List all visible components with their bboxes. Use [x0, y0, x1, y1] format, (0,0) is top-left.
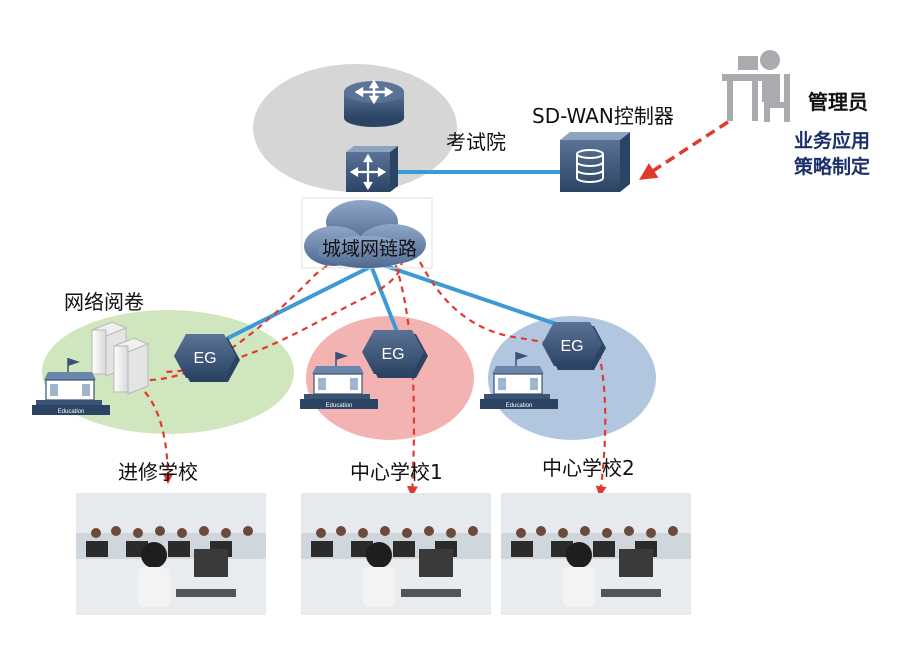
- core-area: [253, 64, 457, 192]
- classroom-photo-center2: [501, 493, 691, 615]
- eg-label-center2: EG: [560, 338, 583, 355]
- switch-icon: [346, 146, 398, 192]
- education-label-center2: Education: [506, 403, 533, 409]
- school-icon-advanced: [32, 358, 110, 415]
- controller-label: SD-WAN控制器: [532, 104, 674, 128]
- classroom-photo-center1: [301, 493, 491, 615]
- link-cloud-eg-center2: [378, 262, 564, 328]
- classroom-photo-advanced: [76, 493, 266, 615]
- education-label-advanced: Education: [58, 409, 85, 415]
- link-cloud-eg-advanced: [226, 266, 370, 340]
- business-policy-label-line1: 业务应用: [794, 130, 871, 152]
- metro-link-label: 城域网链路: [322, 238, 418, 260]
- path-to-advanced-school: [144, 391, 174, 485]
- eg-label-advanced: EG: [193, 350, 216, 367]
- router-icon: [344, 79, 404, 127]
- cloud-icon: [304, 200, 426, 268]
- cloud-frame: [301, 197, 433, 269]
- school-icon-center2: [480, 352, 558, 409]
- network-links: [226, 170, 564, 340]
- business-policy-label-line2: 策略制定: [794, 156, 871, 178]
- school-center2-label: 中心学校2: [542, 456, 635, 480]
- eg-device-advanced: [174, 334, 240, 382]
- school-center1-label: 中心学校1: [350, 460, 443, 484]
- admin-icon: [722, 50, 790, 122]
- eg-device-center1: [362, 330, 428, 378]
- online-marking-label: 网络阅卷: [64, 290, 144, 314]
- admin-policy-arrow: [639, 120, 729, 180]
- link-cloud-eg-center1: [370, 266, 400, 336]
- eg-label-center1: EG: [381, 346, 404, 363]
- path-to-center1: [390, 254, 418, 498]
- education-label-center1: Education: [326, 403, 353, 409]
- controller-server-icon: [560, 132, 630, 192]
- path-loop-marking: [149, 248, 403, 382]
- admin-label: 管理员: [808, 90, 868, 114]
- school-icon-center1: [300, 352, 378, 409]
- eg-device-center2: [542, 322, 606, 370]
- exam-institute-label: 考试院: [446, 130, 506, 154]
- school-advanced-label: 进修学校: [118, 460, 198, 484]
- marking-servers-icon: [90, 321, 150, 395]
